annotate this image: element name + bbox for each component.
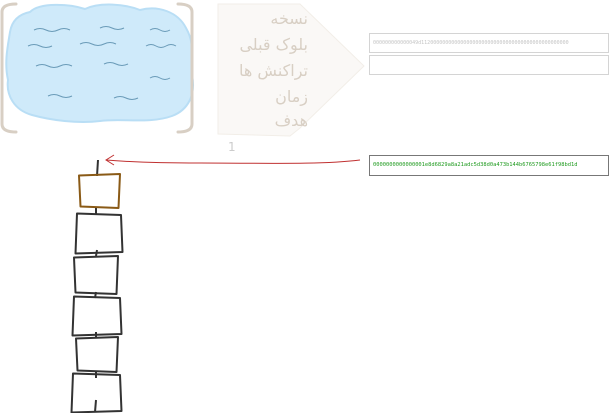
left-bracket bbox=[0, 2, 18, 134]
transactions-label: تراکنش ها bbox=[239, 61, 308, 80]
empty-field bbox=[369, 55, 609, 75]
block-header-labels: نسخه بلوک قبلی تراکنش ها زمان هدف bbox=[222, 6, 308, 136]
chain-block bbox=[74, 212, 124, 255]
prev-block-label: بلوک قبلی bbox=[239, 35, 308, 54]
header-arrow-shape bbox=[217, 3, 365, 137]
prev-block-hash-field: 000000000000049d112000000000000000000000… bbox=[369, 33, 609, 53]
right-bracket bbox=[176, 2, 194, 134]
current-block-hash-field: 0000000000000001e8d6829a8a21adc5d38d0a47… bbox=[369, 155, 609, 176]
chain-block bbox=[73, 255, 119, 295]
nonce-value: 1 bbox=[228, 140, 236, 154]
brackets bbox=[0, 2, 194, 134]
chain-block bbox=[71, 295, 123, 337]
target-label: هدف bbox=[274, 111, 308, 130]
hash-to-block-arrow bbox=[105, 154, 361, 166]
time-label: زمان bbox=[275, 87, 308, 106]
blockchain-stack bbox=[70, 159, 124, 413]
current-block bbox=[78, 173, 121, 209]
chain-block bbox=[70, 372, 123, 413]
version-label: نسخه bbox=[270, 9, 308, 28]
cloud-squiggles bbox=[27, 26, 177, 100]
cloud-shape bbox=[5, 3, 194, 124]
transactions-cloud bbox=[5, 3, 194, 124]
chain-block bbox=[75, 336, 119, 373]
